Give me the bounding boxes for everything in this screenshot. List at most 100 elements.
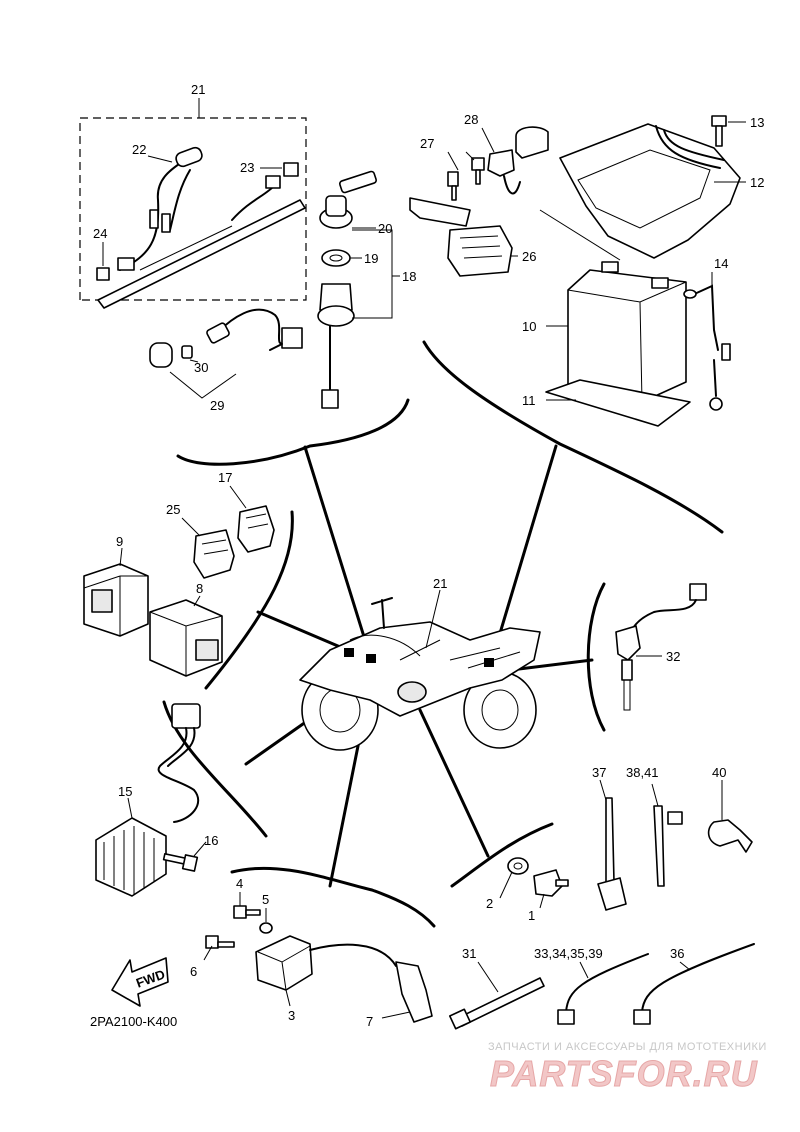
label-5: 5 [262, 892, 269, 907]
rectifier-15 [95, 817, 167, 897]
spark-plug-cap-7 [395, 961, 433, 1023]
switch-1 [533, 869, 563, 897]
label-15: 15 [118, 784, 132, 799]
cable-tie-33 [565, 953, 649, 1013]
ignition-coil-group [203, 892, 433, 1023]
label-36: 36 [670, 946, 684, 961]
label-10: 10 [522, 319, 536, 334]
cable-tie-36 [641, 943, 755, 1013]
label-7: 7 [366, 1014, 373, 1029]
relay-25 [193, 529, 235, 579]
wire-harness-group [79, 98, 307, 309]
label-28: 28 [464, 112, 478, 127]
part-labels: 21 22 23 24 20 19 18 30 29 28 27 26 13 1… [93, 82, 764, 1029]
sensor-32 [615, 625, 641, 661]
label-25: 25 [166, 502, 180, 517]
label-31: 31 [462, 946, 476, 961]
group-bracket-lines [162, 340, 724, 928]
battery-cap [515, 126, 549, 159]
battery-box [559, 123, 741, 259]
key [339, 170, 377, 194]
relay-bracket [409, 197, 471, 227]
label-24: 24 [93, 226, 107, 241]
cap-28 [487, 149, 515, 177]
bolt-27 [447, 171, 459, 187]
atv-vehicle [299, 589, 541, 751]
label-20: 20 [378, 221, 392, 236]
atv-engine [397, 681, 427, 703]
bolt-16 [162, 852, 188, 866]
label-30: 30 [194, 360, 208, 375]
label-6: 6 [190, 964, 197, 979]
wire-harness [97, 199, 306, 309]
label-26: 26 [522, 249, 536, 264]
cable-tie-31 [457, 977, 545, 1027]
battery-group [539, 115, 746, 427]
bolt-13 [711, 115, 727, 127]
cable-tie-38 [653, 805, 665, 887]
cable-tie-37 [605, 797, 615, 883]
control-units-group [83, 547, 223, 677]
sensor-32-group [615, 583, 707, 711]
watermark-logo: PARTSFOR.RU [490, 1053, 758, 1094]
coupler-24 [117, 257, 135, 271]
ignition-coil-3 [255, 935, 313, 991]
label-12: 12 [750, 175, 764, 190]
neutral-switch-group [499, 857, 569, 909]
label-3: 3 [288, 1008, 295, 1023]
sensor-connector [689, 583, 707, 601]
lead-plug [281, 327, 303, 349]
nut-19 [321, 249, 351, 267]
label-22: 22 [132, 142, 146, 157]
label-19: 19 [364, 251, 378, 266]
label-37: 37 [592, 765, 606, 780]
atv-relay-mark [344, 648, 354, 657]
atv-handlebar [371, 597, 393, 629]
lead-cap-group [149, 308, 303, 399]
starter-relay-group [409, 126, 549, 277]
battery-mat-11 [545, 379, 691, 427]
washer-5 [259, 922, 273, 934]
clamp-40 [707, 819, 753, 853]
label-17: 17 [218, 470, 232, 485]
main-switch-body [319, 283, 353, 311]
label-13: 13 [750, 115, 764, 130]
label-23: 23 [240, 160, 254, 175]
rectifier-group [95, 703, 207, 897]
label-2: 2 [486, 896, 493, 911]
cap-29 [149, 342, 173, 368]
label-9: 9 [116, 534, 123, 549]
rectifier-connector [171, 703, 201, 729]
label-4: 4 [236, 876, 243, 891]
diagram-code: 2PA2100-K400 [90, 1014, 177, 1029]
atv-body [299, 621, 541, 717]
relay-17 [237, 505, 275, 553]
label-1: 1 [528, 908, 535, 923]
label-32: 32 [666, 649, 680, 664]
label-33-34-35-39: 33,34,35,39 [534, 946, 603, 961]
negative-lead-14 [689, 284, 719, 351]
label-40: 40 [712, 765, 726, 780]
label-21b: 21 [433, 576, 447, 591]
main-switch-group [317, 170, 400, 409]
harness-connector [175, 146, 203, 168]
label-14: 14 [714, 256, 728, 271]
relays-group [181, 485, 275, 579]
ties-clamps-group [448, 779, 755, 1030]
washer-2 [507, 857, 529, 875]
label-18: 18 [402, 269, 416, 284]
bolt-4 [233, 905, 247, 919]
label-11: 11 [522, 393, 536, 408]
relay-26 [447, 225, 513, 277]
label-16: 16 [204, 833, 218, 848]
watermark-caption: ЗАПЧАСТИ И АКСЕССУАРЫ ДЛЯ МОТОТЕХНИКИ [488, 1041, 767, 1053]
label-38-41: 38,41 [626, 765, 659, 780]
label-27: 27 [420, 136, 434, 151]
lead-connector [206, 322, 230, 344]
main-switch-connector [321, 389, 339, 409]
coupler-23 [283, 162, 299, 177]
watermark: ЗАПЧАСТИ И АКСЕССУАРЫ ДЛЯ МОТОТЕХНИКИ PA… [488, 1041, 767, 1095]
harness-plug [265, 175, 281, 189]
fwd-arrow: FWD [111, 957, 169, 1007]
